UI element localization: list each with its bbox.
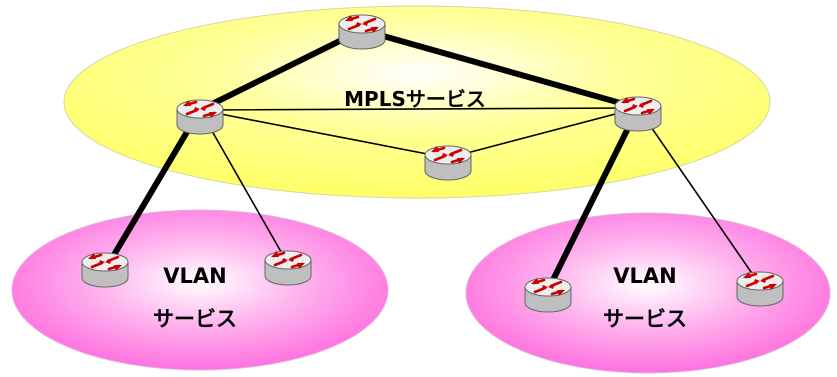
link-thick (102, 107, 203, 273)
links (102, 27, 761, 293)
router-icon (423, 144, 473, 182)
link-thick (359, 27, 641, 111)
vlan-right-label-line2: サービス (603, 307, 687, 331)
mpls-cloud (63, 5, 771, 199)
router-icon (523, 276, 573, 314)
router-icon (613, 95, 663, 133)
vlan-cloud-right (465, 212, 831, 374)
router-icon (263, 249, 313, 287)
router-icon (735, 270, 785, 308)
vlan-left-label-line2: サービス (153, 307, 237, 331)
router-icon (80, 251, 130, 289)
vlan-left-label-line1: VLAN (163, 264, 226, 288)
link-thin (199, 107, 639, 111)
link-thin (637, 107, 761, 286)
router-icon (175, 98, 225, 136)
link-thin (199, 109, 449, 159)
link-thick (197, 27, 365, 113)
router-icon (337, 13, 387, 51)
vlan-cloud-left (11, 209, 389, 371)
mpls-service-label: MPLSサービス (344, 87, 486, 111)
link-thin (447, 107, 639, 159)
link-thin (199, 109, 289, 265)
vlan-right-label-line1: VLAN (613, 264, 676, 288)
link-thick (545, 105, 641, 293)
